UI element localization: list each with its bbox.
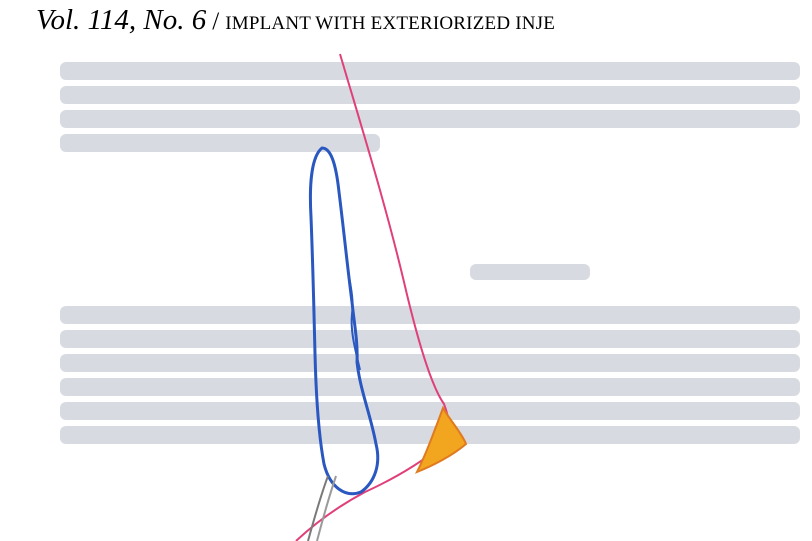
running-head: Vol. 114, No. 6 / IMPLANT WITH EXTERIORI… xyxy=(36,4,555,44)
figure-nasal-implant-sketch xyxy=(0,52,812,541)
volume-issue: Vol. 114, No. 6 xyxy=(36,4,206,37)
running-title: IMPLANT WITH EXTERIORIZED INJE xyxy=(225,13,555,35)
bleed-through-text xyxy=(60,62,800,444)
header-separator: / xyxy=(212,8,219,36)
injection-tube xyxy=(308,476,336,541)
figure-canvas xyxy=(0,52,812,541)
